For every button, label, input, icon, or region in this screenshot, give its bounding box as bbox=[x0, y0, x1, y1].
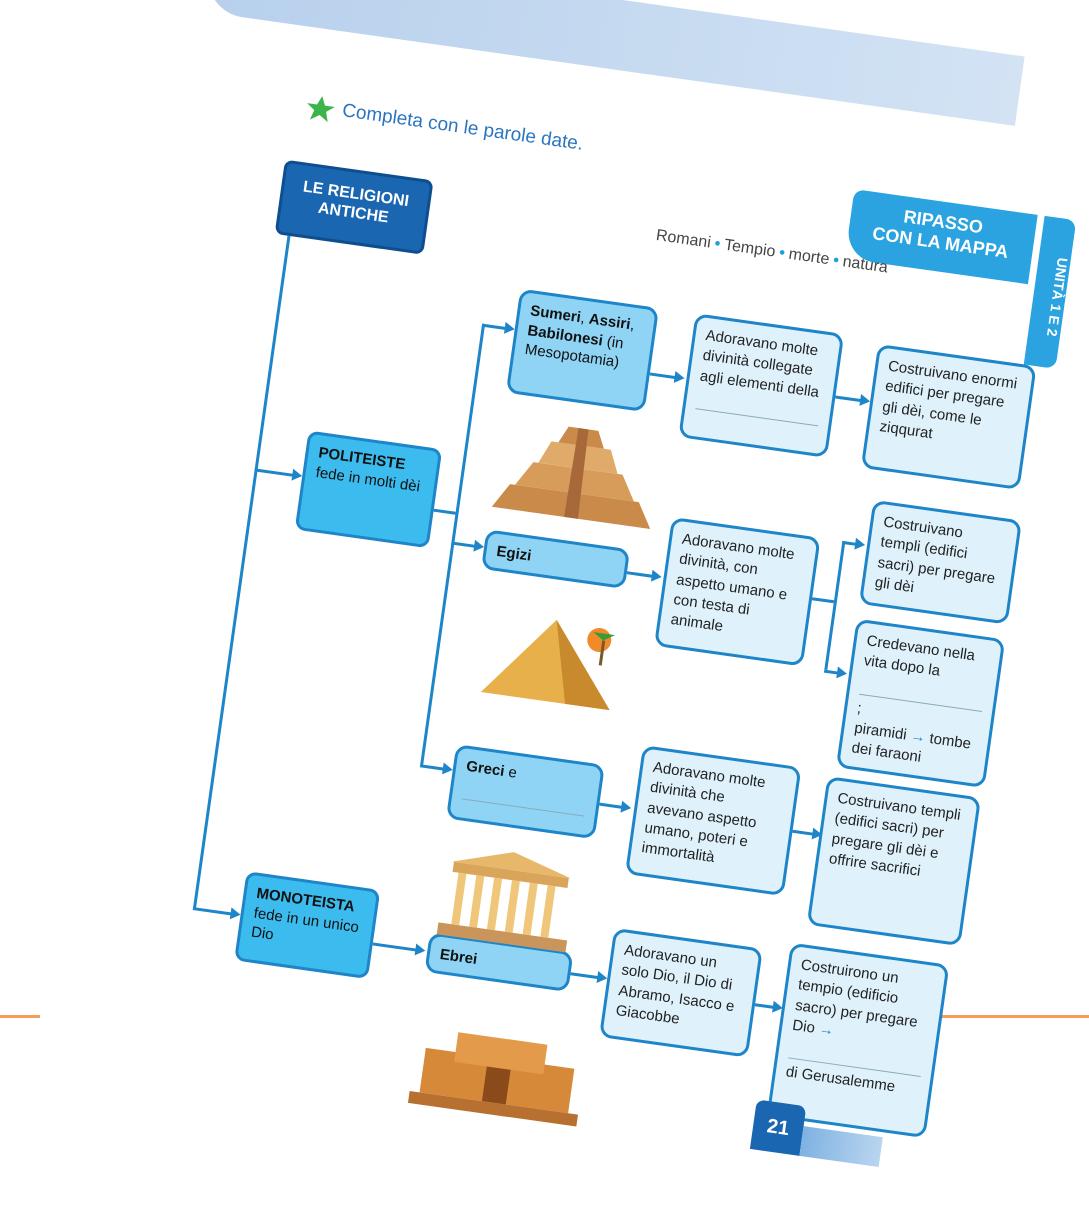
worksheet-page: Completa con le parole date. RIPASSO CON… bbox=[70, 0, 1077, 1206]
sumeri-belief-text: Adoravano molte divinità collegate agli … bbox=[698, 326, 821, 401]
ebrei-temple-text: Costruirono un tempio (edificio sacro) p… bbox=[791, 956, 919, 1037]
answer-blank[interactable] bbox=[461, 780, 588, 817]
connector bbox=[192, 235, 291, 910]
pyramid-image bbox=[480, 619, 616, 711]
egizi-group-node: Egizi bbox=[481, 529, 631, 590]
page-number: 21 bbox=[749, 1099, 807, 1156]
instruction-text: Completa con le parole date. bbox=[340, 100, 585, 155]
egizi-temples-text: Costruivano templi (edifici sacri) per p… bbox=[873, 513, 997, 596]
arrow-icon bbox=[414, 943, 427, 957]
greci-belief-box: Adoravano molte divinità che avevano asp… bbox=[624, 745, 802, 897]
decor-line-right bbox=[930, 1015, 1089, 1018]
connector bbox=[451, 541, 477, 548]
connector bbox=[824, 540, 846, 671]
monoteista-node: MONOTEISTA fede in un unico Dio bbox=[234, 871, 381, 980]
arrow-icon bbox=[673, 370, 686, 385]
connector bbox=[254, 468, 295, 477]
greek-temple-image bbox=[436, 852, 571, 953]
word-bank-item: Tempio bbox=[723, 236, 777, 261]
ebrei-belief-text: Adoravano un solo Dio, il Dio di Abramo,… bbox=[614, 941, 736, 1028]
word-bank-item: morte bbox=[787, 245, 831, 269]
sumeri-build-text: Costruivano enormi edifici per pregare g… bbox=[878, 357, 1019, 443]
group-assiri: Assiri bbox=[587, 310, 632, 334]
connector bbox=[570, 972, 601, 980]
greci-belief-text: Adoravano molte divinità che avevano asp… bbox=[640, 758, 767, 867]
ziggurat-image bbox=[491, 426, 651, 529]
ebrei-belief-box: Adoravano un solo Dio, il Dio di Abramo,… bbox=[599, 927, 763, 1058]
greci-group-node: Greci e bbox=[445, 744, 605, 840]
page-footer-bar bbox=[799, 1126, 883, 1168]
egizi-temples-box: Costruivano templi (edifici sacri) per p… bbox=[858, 499, 1022, 625]
connector bbox=[192, 907, 233, 916]
arrow-icon bbox=[854, 537, 866, 552]
decor-line-left bbox=[0, 1015, 40, 1018]
greci-temples-box: Costruivano templi (edifici sacri) per p… bbox=[806, 776, 982, 947]
sumeri-belief-box: Adoravano molte divinità collegate agli … bbox=[678, 313, 845, 458]
sumeri-build-box: Costruivano enormi edifici per pregare g… bbox=[860, 343, 1037, 490]
jerusalem-temple-image bbox=[407, 1032, 578, 1127]
connector bbox=[419, 764, 445, 771]
arrow-icon bbox=[836, 666, 848, 680]
arrow-icon bbox=[620, 800, 633, 815]
arrow-right-icon: → bbox=[817, 1020, 836, 1040]
star-icon bbox=[307, 96, 335, 123]
egizi-afterlife-box: Credevano nella vita dopo la ; piramidi … bbox=[835, 618, 1006, 789]
connector bbox=[372, 942, 418, 952]
greci-temples-text: Costruivano templi (edifici sacri) per p… bbox=[827, 789, 962, 880]
egizi-afterlife-text: Credevano nella vita dopo la bbox=[862, 632, 977, 680]
word-bank-item: Romani bbox=[654, 227, 712, 252]
group-greci-e: e bbox=[503, 763, 518, 782]
group-egizi: Egizi bbox=[495, 542, 533, 565]
semicolon: ; bbox=[856, 699, 863, 717]
egizi-belief-text: Adoravano molte divinità, con aspetto um… bbox=[669, 530, 796, 635]
connector bbox=[433, 508, 456, 515]
connector bbox=[481, 323, 507, 331]
egizi-belief-box: Adoravano molte divinità, con aspetto um… bbox=[654, 516, 821, 667]
separator: , bbox=[629, 316, 636, 334]
map-title: LE RELIGIONI ANTICHE bbox=[274, 159, 434, 255]
group-greci: Greci bbox=[465, 757, 506, 780]
group-ebrei: Ebrei bbox=[438, 945, 479, 969]
politeiste-node: POLITEISTE fede in molti dèi bbox=[294, 430, 443, 549]
connector bbox=[811, 597, 835, 604]
sumeri-group-node: Sumeri, Assiri, Babilonesi (in Mesopotam… bbox=[505, 288, 660, 413]
arrow-icon bbox=[650, 569, 663, 583]
answer-blank[interactable] bbox=[859, 675, 985, 712]
arrow-right-icon: → bbox=[909, 727, 927, 747]
